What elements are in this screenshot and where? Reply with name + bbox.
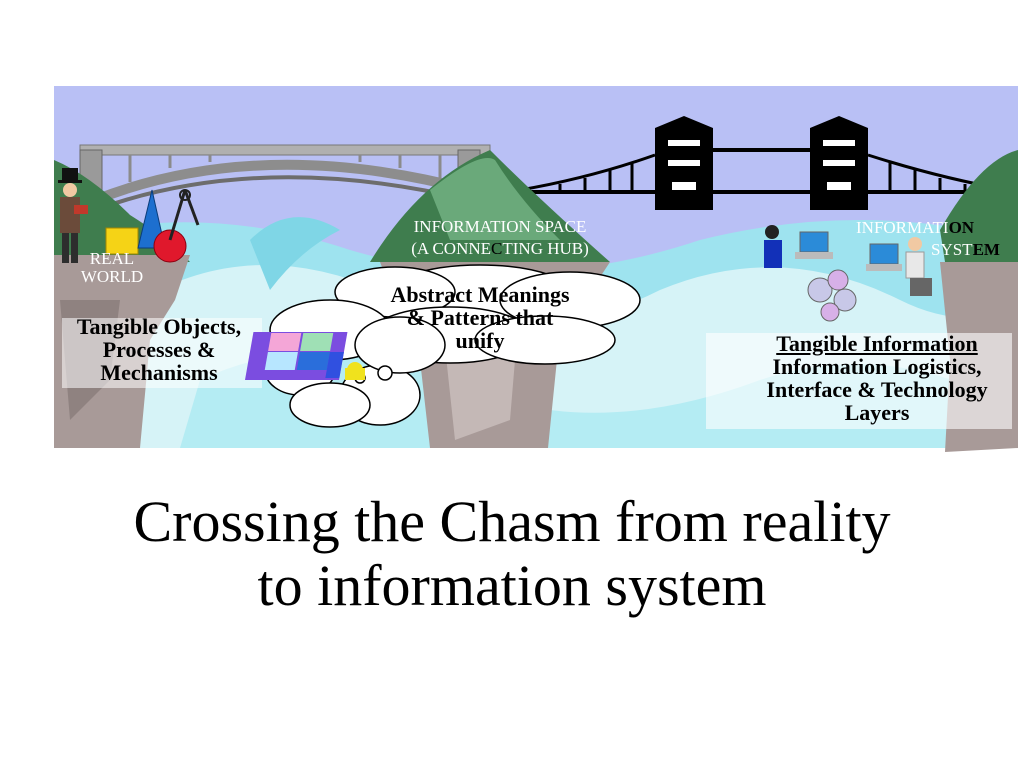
- info-space-line2-a: (A CONNE: [411, 238, 492, 258]
- slide-title-line1: Crossing the Chasm from reality: [133, 489, 891, 554]
- slide-title: Crossing the Chasm from reality to infor…: [0, 490, 1024, 618]
- inventor-figure-icon: [58, 168, 88, 263]
- tangible-info-line2: Information Logistics,: [772, 354, 982, 380]
- info-system-line2-a: SYST: [931, 239, 973, 259]
- tangible-objects-line3: Mechanisms: [100, 360, 218, 386]
- tangible-objects-line1: Tangible Objects,: [76, 314, 242, 339]
- tangible-info-line3: Interface & Technology: [766, 377, 988, 403]
- info-space-label: INFORMATION SPACE (A CONNECTING HUB): [370, 218, 630, 258]
- info-space-line2-b: C: [491, 238, 503, 258]
- info-system-line2: SYSTEM: [856, 239, 1024, 259]
- geometric-shapes-icon: [105, 189, 200, 263]
- computer-user-right-icon: [866, 237, 932, 296]
- info-system-line1-b: ON: [948, 218, 975, 237]
- puzzle-icon: [244, 332, 365, 380]
- info-space-line1: INFORMATION SPACE: [413, 217, 587, 236]
- abstract-line3: unify: [455, 328, 505, 354]
- discs-icon: [807, 269, 857, 322]
- info-system-line1: INFORMATION: [856, 219, 1024, 237]
- abstract-line2: & Patterns that: [406, 305, 554, 331]
- tangible-objects-line2: Processes &: [102, 337, 216, 363]
- real-world-line2: WORLD: [80, 266, 144, 286]
- info-space-line2: (A CONNECTING HUB): [370, 238, 630, 258]
- computer-user-left-icon: [764, 225, 833, 268]
- info-system-line1-a: INFORMATI: [856, 218, 949, 237]
- real-world-line1: REAL: [89, 249, 135, 268]
- tangible-info-line1: Tangible Information: [776, 331, 978, 356]
- info-system-line2-b: EM: [972, 239, 1000, 259]
- abstract-meanings-label: Abstract Meanings & Patterns that unify: [360, 283, 600, 352]
- tangible-objects-box: [62, 318, 262, 388]
- info-space-line2-c: TING HUB): [502, 238, 589, 258]
- tangible-info-line4: Layers: [844, 400, 910, 426]
- tangible-info-box: [706, 333, 1012, 429]
- tangible-objects-label: Tangible Objects, Processes & Mechanisms: [52, 315, 266, 384]
- water-swirl-3: [250, 217, 340, 290]
- abstract-line1: Abstract Meanings: [390, 282, 570, 307]
- tower-bridge: [512, 116, 1009, 210]
- slide-title-line2: to information system: [257, 553, 767, 618]
- tangible-info-label: Tangible Information Information Logisti…: [722, 332, 1024, 424]
- real-world-label: REAL WORLD: [62, 250, 162, 286]
- info-system-label: INFORMATION SYSTEM: [856, 219, 1024, 259]
